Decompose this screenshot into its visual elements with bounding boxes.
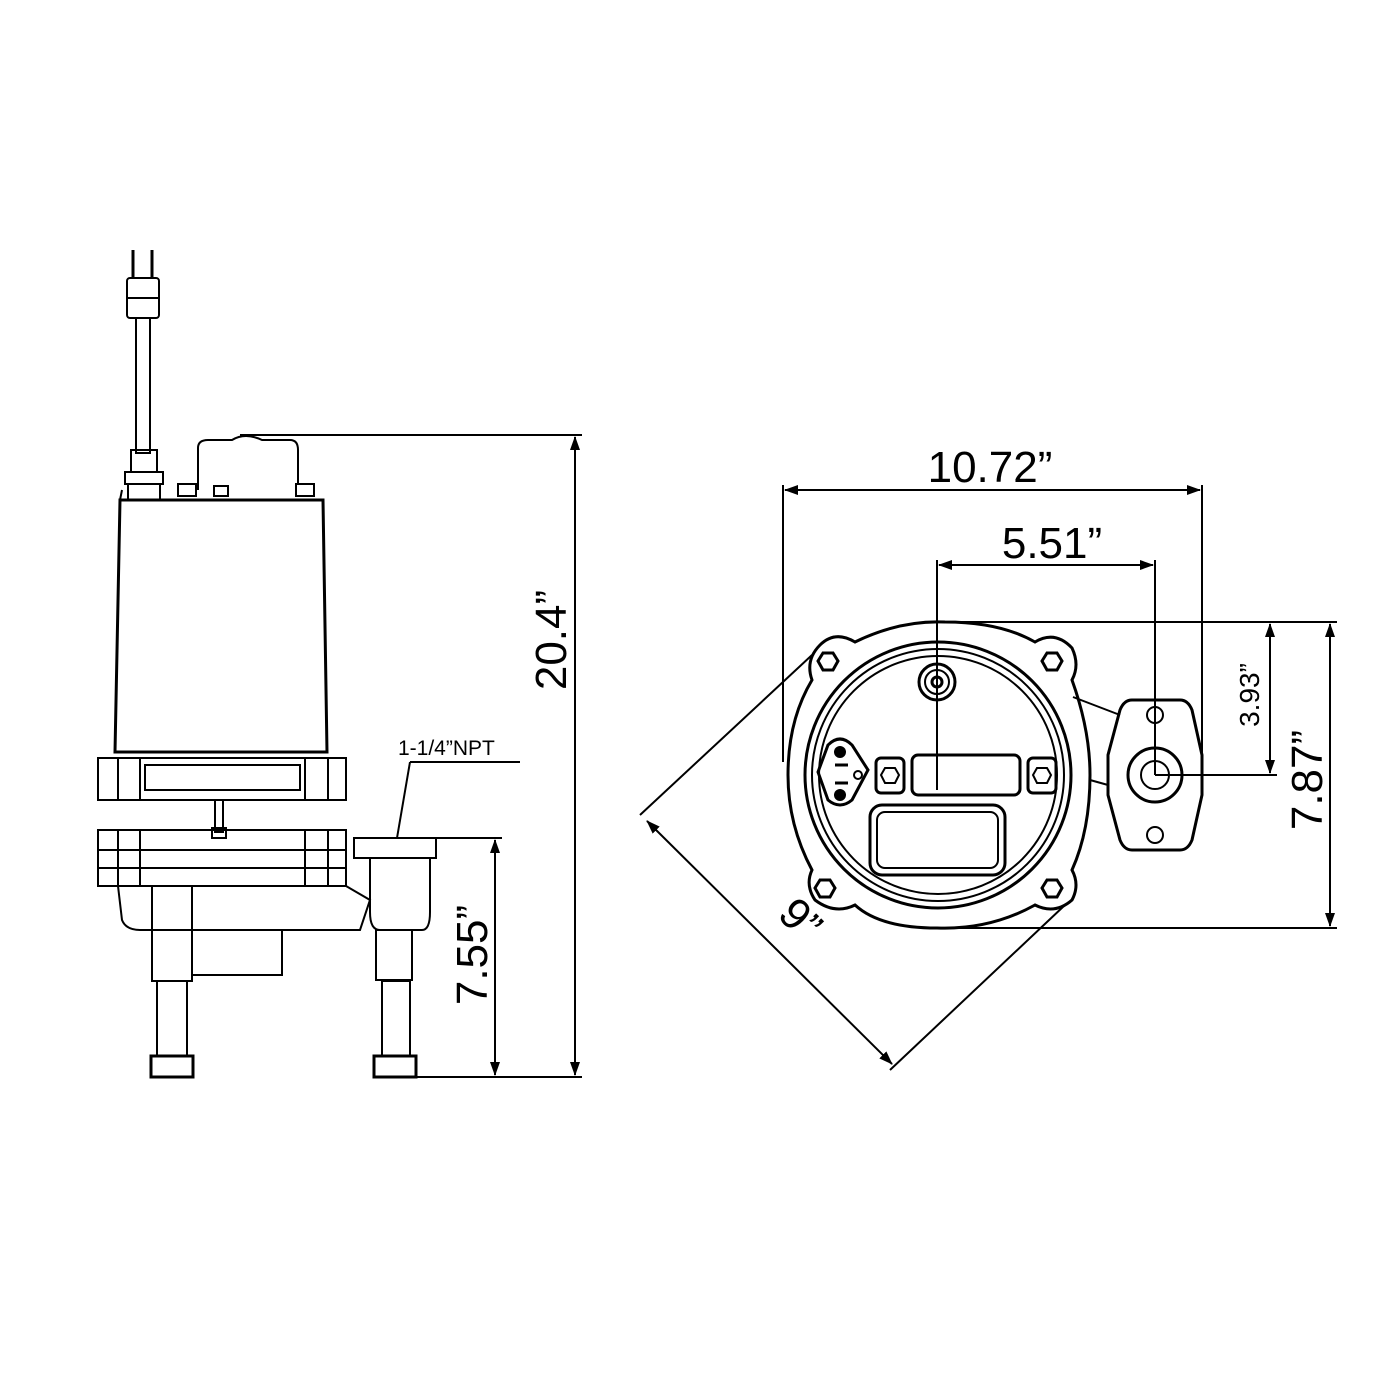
discharge-offset-label: 3.93”: [1234, 663, 1265, 727]
right-leg: [372, 980, 418, 1079]
depth-label: 7.87”: [1283, 730, 1332, 830]
pump-top-view: [786, 620, 1204, 930]
bolt-hole-icon: [1040, 878, 1064, 899]
grinder-housing: [151, 885, 193, 982]
diameter-dimension: [639, 654, 1066, 1071]
discharge-flange: [1072, 696, 1204, 852]
bolt-hole-icon: [816, 651, 840, 672]
center-offset-label: 5.51”: [1002, 519, 1102, 568]
outlet-receptacle-icon: [816, 737, 870, 807]
height-dimension: [240, 434, 582, 1078]
lifting-handle: [197, 435, 299, 490]
pump-side-view: [97, 250, 437, 1079]
power-plug: [126, 250, 160, 319]
height-label: 20.4”: [527, 590, 576, 690]
left-leg: [149, 980, 195, 1079]
inlet-height-label: 7.55”: [448, 905, 497, 1005]
inlet-height-dimension: [437, 837, 502, 1076]
depth-dimension: [940, 623, 1337, 929]
bolt-hole-icon: [1040, 651, 1064, 672]
npt-label: 1-1/4”NPT: [398, 737, 495, 760]
cable-gland: [124, 449, 164, 501]
handle-mount: [874, 753, 1058, 797]
bolt-hole-icon: [813, 878, 837, 899]
power-cord: [135, 317, 151, 454]
width-label: 10.72”: [928, 443, 1053, 492]
width-dimension: [782, 485, 1203, 775]
lower-flange: [97, 827, 347, 887]
discharge-offset-dimension: [940, 621, 1337, 776]
npt-leader: [396, 761, 520, 839]
pump-base: [117, 885, 372, 931]
center-offset-dimension: [936, 560, 1156, 790]
nameplate: [868, 803, 1007, 877]
upper-flange: [97, 757, 347, 833]
motor-housing: [113, 498, 329, 754]
